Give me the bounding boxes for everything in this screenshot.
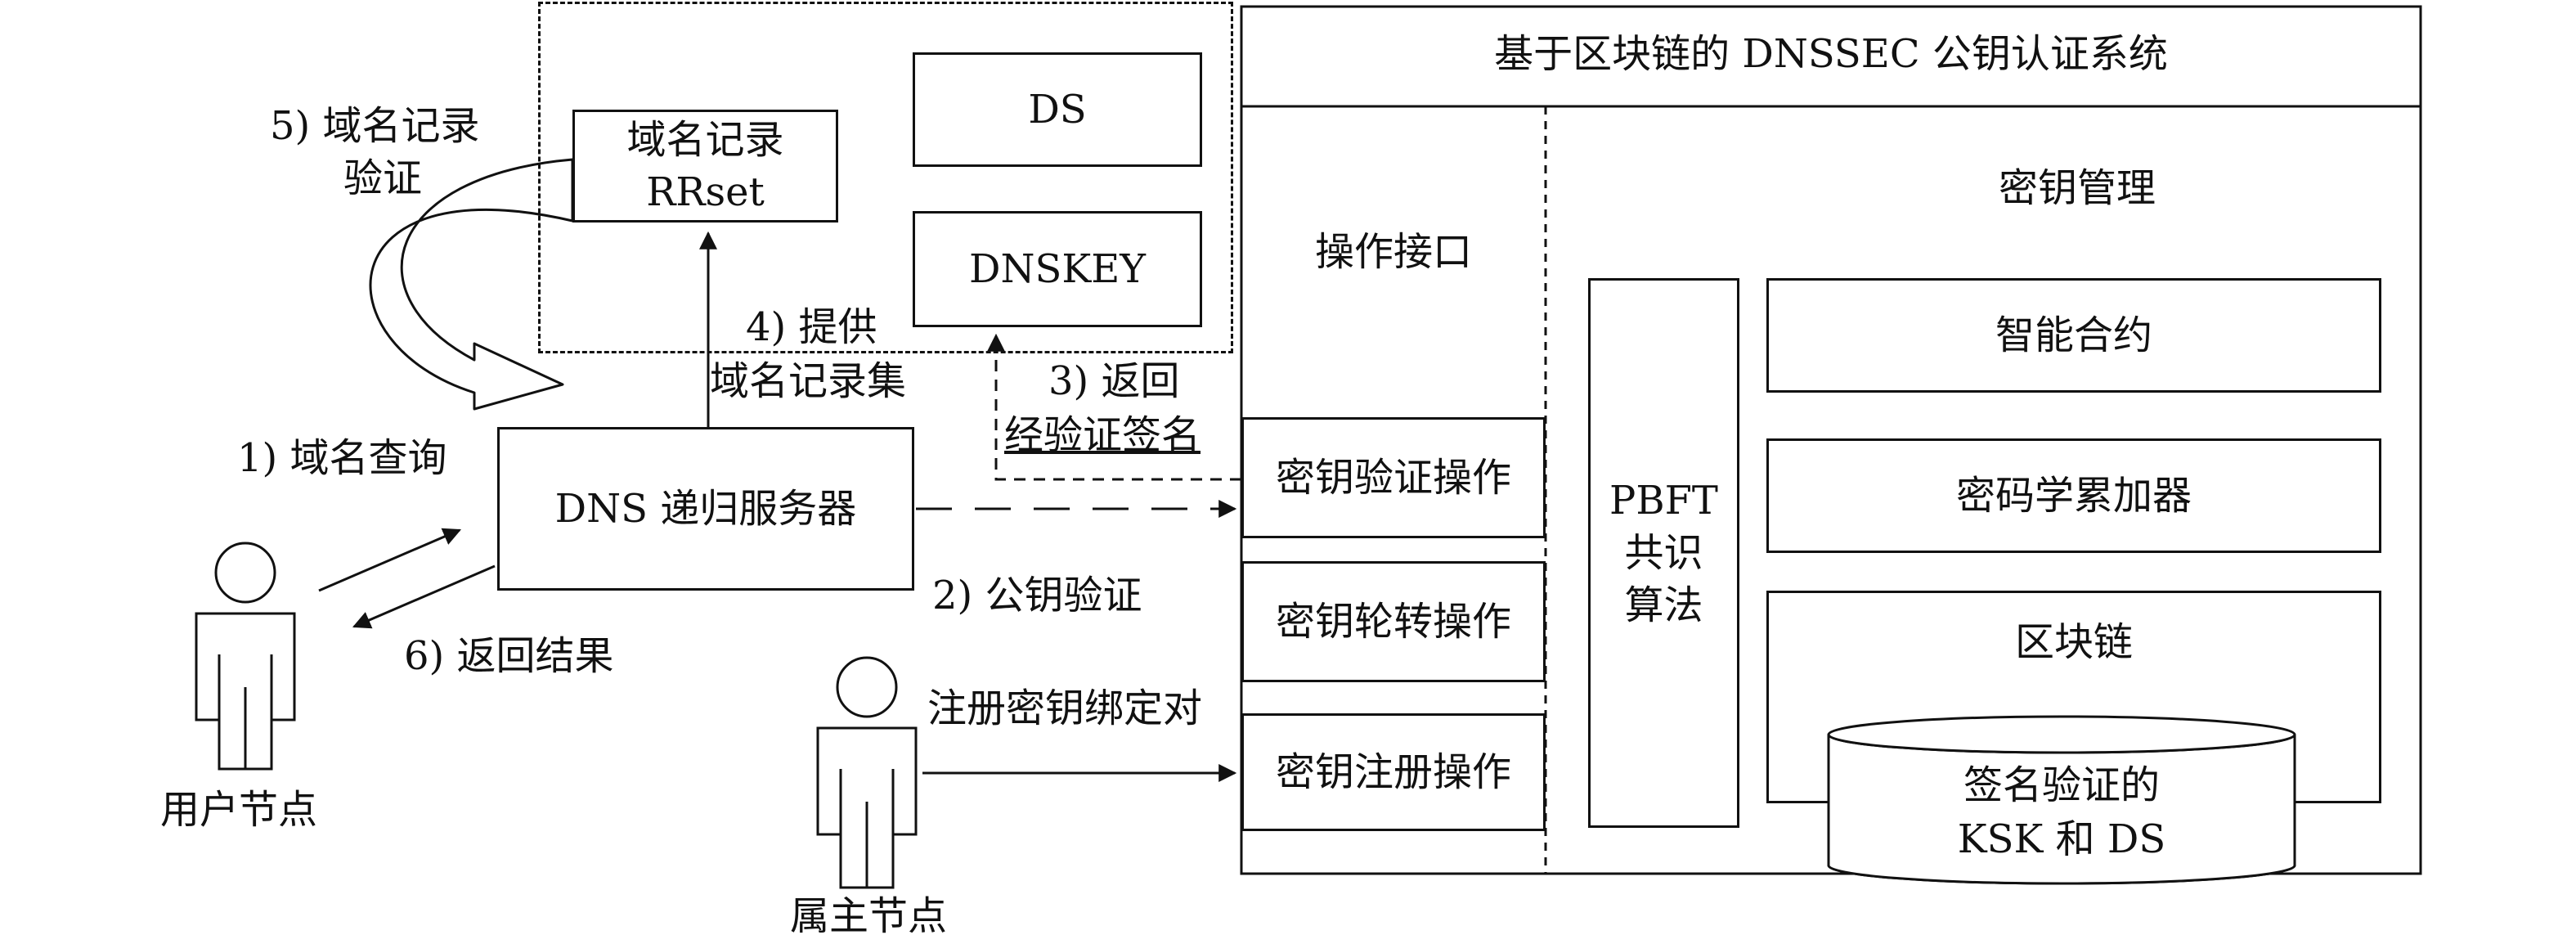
arrow-rrset-validation: [369, 158, 574, 411]
rrset-label-line1: 域名记录: [626, 117, 784, 163]
storage-label-line2: KSK 和 DS: [1957, 816, 2166, 862]
key-verify-op-box: 密钥验证操作: [1241, 417, 1546, 538]
arrow-return-signature: [987, 333, 1241, 481]
blockchain-label: 区块链: [2014, 619, 2133, 665]
interface-label: 操作接口: [1314, 229, 1472, 275]
step2-label: 2) 公钥验证: [932, 573, 1142, 618]
key-register-op-label: 密钥注册操作: [1275, 749, 1511, 795]
system-title: 基于区块链的 DNSSEC 公钥认证系统: [1494, 31, 2168, 77]
user-node-figure: [195, 542, 296, 771]
key-rotation-op-label: 密钥轮转操作: [1275, 599, 1511, 645]
key-management-label: 密钥管理: [1998, 165, 2156, 211]
step5-label-line2: 验证: [343, 155, 423, 201]
pbft-label-line2: 共识: [1624, 530, 1703, 576]
arrow-query: [318, 528, 462, 592]
dnskey-label: DNSKEY: [969, 246, 1146, 292]
user-node-label: 用户节点: [160, 787, 318, 833]
arrow-result: [352, 564, 496, 629]
zone-container: [538, 2, 1233, 353]
rrset-label-line2: RRset: [646, 169, 765, 215]
key-verify-op-label: 密钥验证操作: [1275, 455, 1511, 501]
step4-label-line2: 域名记录集: [710, 358, 907, 404]
step1-label: 1) 域名查询: [237, 435, 447, 481]
owner-node-figure: [816, 656, 918, 889]
pbft-label-line1: PBFT: [1609, 478, 1718, 524]
accumulator-box: 密码学累加器: [1766, 438, 2381, 553]
owner-node-label: 属主节点: [790, 893, 948, 939]
step6-label: 6) 返回结果: [404, 633, 614, 679]
rrset-box: 域名记录 RRset: [572, 110, 838, 223]
step5-label-line1: 5) 域名记录: [270, 103, 480, 149]
ds-label: DS: [1028, 87, 1087, 133]
step3-label-line2: 经验证签名: [1004, 412, 1201, 458]
pbft-label-line3: 算法: [1624, 582, 1703, 628]
step4-label-line1: 4) 提供: [746, 304, 877, 350]
key-register-op-box: 密钥注册操作: [1241, 713, 1546, 831]
dns-resolver-label: DNS 递归服务器: [554, 486, 857, 532]
smart-contract-label: 智能合约: [1995, 312, 2152, 358]
smart-contract-box: 智能合约: [1766, 278, 2381, 393]
storage-label-line1: 签名验证的: [1963, 762, 2160, 808]
ds-box: DS: [913, 52, 1202, 167]
accumulator-label: 密码学累加器: [1955, 473, 2192, 519]
pbft-box: PBFT 共识 算法: [1588, 278, 1739, 828]
step3-label-line1: 3) 返回: [1048, 358, 1180, 404]
register-label: 注册密钥绑定对: [927, 686, 1203, 731]
dns-resolver-box: DNS 递归服务器: [497, 427, 914, 591]
dnskey-box: DNSKEY: [913, 211, 1202, 327]
key-rotation-op-box: 密钥轮转操作: [1241, 561, 1546, 682]
